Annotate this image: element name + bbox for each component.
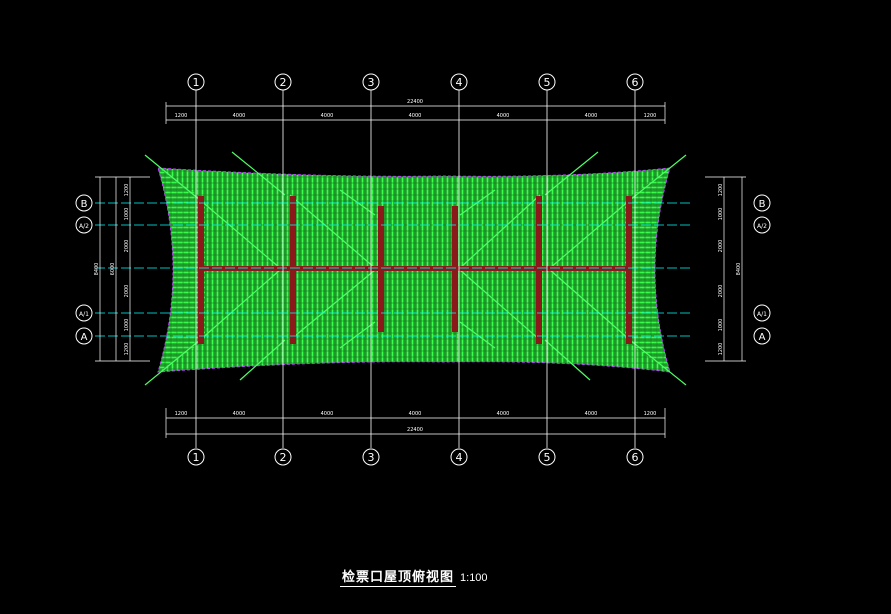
axis-bubble-5-top: 5 xyxy=(538,73,556,91)
dim-left-seg: 2000 xyxy=(124,285,130,298)
dim-top-seg: 1200 xyxy=(644,113,657,119)
axis-bubble-6-bottom: 6 xyxy=(626,448,644,466)
svg-text:A/2: A/2 xyxy=(79,223,89,230)
dim-left-seg: 1200 xyxy=(124,343,130,356)
dim-bottom-seg: 1200 xyxy=(175,411,188,417)
roof-structure xyxy=(144,151,687,386)
svg-text:4: 4 xyxy=(456,76,463,89)
axis-bubbles-top: 1 2 3 4 5 6 xyxy=(187,73,644,91)
drawing-scale: 1:100 xyxy=(460,572,488,584)
axis-bubble-A2-left: A/2 xyxy=(75,216,93,234)
svg-text:A: A xyxy=(759,332,766,343)
dim-right-total: 8400 xyxy=(736,263,742,276)
svg-text:3: 3 xyxy=(368,76,375,89)
axis-bubble-A-left: A xyxy=(75,327,93,345)
axis-bubble-A1-left: A/1 xyxy=(75,304,93,322)
svg-text:5: 5 xyxy=(544,76,551,89)
dim-top-seg: 4000 xyxy=(585,113,598,119)
dim-bottom-seg: 4000 xyxy=(585,411,598,417)
dim-right-seg: 1200 xyxy=(718,343,724,356)
axis-bubble-4-bottom: 4 xyxy=(450,448,468,466)
axis-bubble-A2-right: A/2 xyxy=(753,216,771,234)
dim-left-seg: 1000 xyxy=(124,319,130,332)
svg-text:A/1: A/1 xyxy=(79,311,89,318)
dimension-top: 22400 1200 4000 4000 4000 4000 4000 1200 xyxy=(165,99,666,124)
svg-text:2: 2 xyxy=(280,76,287,89)
ridge-beams xyxy=(198,196,632,344)
drawing-title: 检票口屋顶俯视图 xyxy=(340,570,457,587)
dim-right-seg: 1200 xyxy=(718,184,724,197)
dim-left-seg: 2000 xyxy=(124,240,130,253)
axis-bubble-1-bottom: 1 xyxy=(187,448,205,466)
dim-bottom-seg: 4000 xyxy=(321,411,334,417)
svg-text:3: 3 xyxy=(368,451,375,464)
svg-text:6: 6 xyxy=(632,76,639,89)
axis-bubble-2-bottom: 2 xyxy=(274,448,292,466)
svg-text:A/1: A/1 xyxy=(757,311,767,318)
axis-bubble-6-top: 6 xyxy=(626,73,644,91)
axis-bubbles-right: B A/2 A/1 A xyxy=(753,194,771,345)
svg-text:B: B xyxy=(81,199,88,210)
dim-left-total: 6000 xyxy=(110,263,116,276)
svg-text:B: B xyxy=(759,199,766,210)
roof-center-upper xyxy=(340,186,495,212)
dim-bottom-seg: 1200 xyxy=(644,411,657,417)
roof-center-lower xyxy=(340,326,495,352)
axis-bubble-4-top: 4 xyxy=(450,73,468,91)
axis-bubble-2-top: 2 xyxy=(274,73,292,91)
dim-bottom-seg: 4000 xyxy=(233,411,246,417)
svg-text:A/2: A/2 xyxy=(757,223,767,230)
dim-right-seg: 2000 xyxy=(718,285,724,298)
axis-bubble-3-bottom: 3 xyxy=(362,448,380,466)
dim-left-total: 8400 xyxy=(94,263,100,276)
dim-top-seg: 1200 xyxy=(175,113,188,119)
svg-text:5: 5 xyxy=(544,451,551,464)
svg-text:4: 4 xyxy=(456,451,463,464)
svg-text:2: 2 xyxy=(280,451,287,464)
axis-bubbles-left: B A/2 A/1 A xyxy=(75,194,93,345)
dimension-right: 1200 1000 2000 2000 1000 1200 8400 xyxy=(705,176,746,362)
dim-bottom-seg: 4000 xyxy=(497,411,510,417)
axis-bubble-1-top: 1 xyxy=(187,73,205,91)
axis-bubbles-bottom: 1 2 3 4 5 6 xyxy=(187,448,644,466)
dim-bottom-total: 22400 xyxy=(407,427,423,433)
dimension-left: 8400 6000 1200 1000 2000 2000 1000 1200 xyxy=(94,176,150,362)
roof-outline xyxy=(157,167,671,373)
svg-text:A: A xyxy=(81,332,88,343)
dim-top-seg: 4000 xyxy=(497,113,510,119)
svg-text:6: 6 xyxy=(632,451,639,464)
svg-text:1: 1 xyxy=(193,451,200,464)
dim-top-seg: 4000 xyxy=(321,113,334,119)
dimension-bottom: 1200 4000 4000 4000 4000 4000 1200 22400 xyxy=(165,408,666,438)
dim-top-seg: 4000 xyxy=(233,113,246,119)
axis-bubble-A1-right: A/1 xyxy=(753,304,771,322)
svg-text:1: 1 xyxy=(193,76,200,89)
dim-left-seg: 1200 xyxy=(124,184,130,197)
axis-bubble-B-right: B xyxy=(753,194,771,212)
dim-bottom-seg: 4000 xyxy=(409,411,422,417)
axis-bubble-A-right: A xyxy=(753,327,771,345)
dim-right-seg: 1000 xyxy=(718,208,724,221)
dim-top-total: 22400 xyxy=(407,99,423,105)
dim-right-seg: 1000 xyxy=(718,319,724,332)
axis-bubble-B-left: B xyxy=(75,194,93,212)
grid-lines xyxy=(95,90,690,448)
axis-bubble-3-top: 3 xyxy=(362,73,380,91)
dim-right-seg: 2000 xyxy=(718,240,724,253)
dim-left-seg: 1000 xyxy=(124,208,130,221)
axis-bubble-5-bottom: 5 xyxy=(538,448,556,466)
dim-top-seg: 4000 xyxy=(409,113,422,119)
